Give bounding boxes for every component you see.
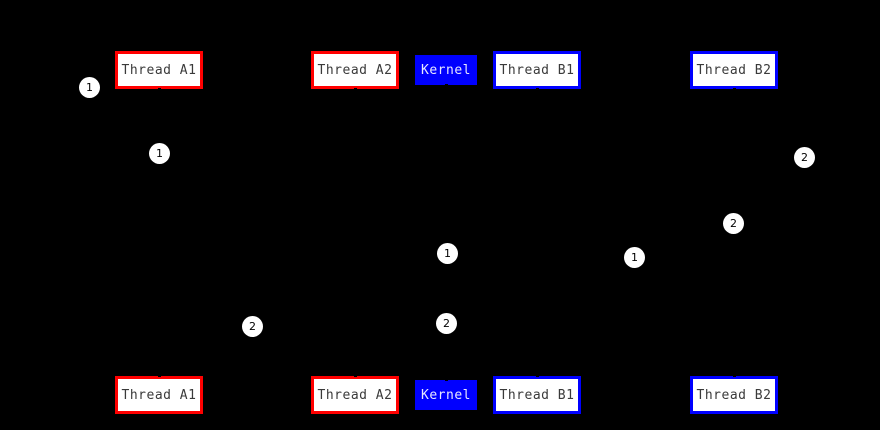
participant-box-thread-b2-top[interactable]: Thread B2 [690,51,778,89]
sequence-number-label: 1 [156,147,163,160]
message-arrow [159,327,446,328]
participant-box-thread-b2-bottom[interactable]: Thread B2 [690,376,778,414]
sequence-number-badge: 2 [436,313,457,334]
lifeline-connector-nub [354,88,357,92]
participant-box-thread-b1-bottom[interactable]: Thread B1 [493,376,581,414]
participant-label: Thread A1 [121,387,197,403]
participant-box-thread-a1-bottom[interactable]: Thread A1 [115,376,203,414]
participant-label: Thread B1 [499,62,575,78]
lifeline-connector-nub [445,377,448,381]
participant-box-thread-a1-top[interactable]: Thread A1 [115,51,203,89]
message-arrow [446,323,734,324]
sequence-number-label: 2 [249,320,256,333]
lifeline-connector-nub [733,88,736,92]
participant-label: Kernel [421,387,471,403]
message-arrow [446,224,734,225]
lifeline-connector-nub [536,373,539,377]
lifeline-connector-nub [158,373,161,377]
sequence-number-badge: 1 [437,243,458,264]
lifeline-connector-nub [733,373,736,377]
participant-label: Kernel [421,62,471,78]
sequence-number-label: 1 [86,81,93,94]
participant-box-thread-a2-top[interactable]: Thread A2 [311,51,399,89]
sequence-number-badge: 2 [242,316,263,337]
participant-label: Thread B1 [499,387,575,403]
participant-label: Thread A2 [317,62,393,78]
sequence-number-badge: 1 [149,143,170,164]
participant-box-thread-b1-top[interactable]: Thread B1 [493,51,581,89]
lifeline [446,85,447,380]
sequence-number-badge: 1 [624,247,645,268]
sequence-number-label: 2 [730,217,737,230]
participant-label: Thread B2 [696,387,772,403]
participant-label: Thread A2 [317,387,393,403]
participant-box-kernel-top[interactable]: Kernel [415,55,477,85]
lifeline-connector-nub [158,88,161,92]
sequence-number-label: 2 [801,151,808,164]
participant-box-thread-a2-bottom[interactable]: Thread A2 [311,376,399,414]
lifeline [159,89,160,376]
sequence-number-badge: 1 [79,77,100,98]
sequence-number-badge: 2 [723,213,744,234]
sequence-number-label: 2 [443,317,450,330]
message-arrow [159,253,446,254]
lifeline [537,89,538,376]
participant-label: Thread A1 [121,62,197,78]
participant-label: Thread B2 [696,62,772,78]
sequence-number-label: 1 [631,251,638,264]
sequence-number-label: 1 [444,247,451,260]
lifeline-connector-nub [536,88,539,92]
participant-box-kernel-bottom[interactable]: Kernel [415,380,477,410]
sequence-number-badge: 2 [794,147,815,168]
lifeline-connector-nub [354,373,357,377]
lifeline-connector-nub [445,84,448,88]
lifeline [355,89,356,376]
